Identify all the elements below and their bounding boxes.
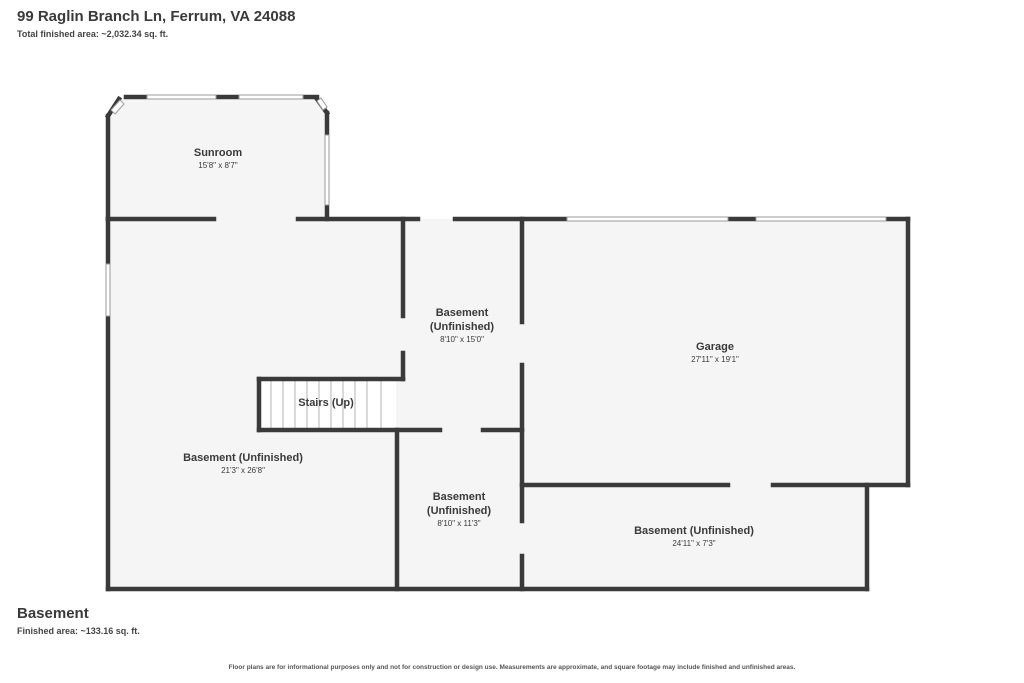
level-name: Basement [17, 605, 89, 622]
basement-right-dims: 24'11" x 7'3" [672, 539, 715, 548]
window [324, 134, 330, 206]
window [110, 99, 125, 115]
stair-treads [270, 381, 382, 428]
garage-name: Garage [696, 341, 734, 353]
basement-small-name-1: Basement [433, 491, 486, 503]
room-labels: Sunroom 15'8" x 8'7" Basement (Unfinishe… [183, 147, 754, 548]
window [316, 97, 328, 111]
window [146, 94, 217, 100]
stairs-name: Stairs (Up) [298, 397, 354, 409]
basement-small-dims: 8'10" x 11'3" [437, 519, 480, 528]
basement-center-name-2: (Unfinished) [430, 321, 494, 333]
level-finished-area: Finished area: ~133.16 sq. ft. [17, 626, 140, 636]
stairs-box [259, 379, 396, 430]
basement-center-floor [403, 219, 522, 430]
basement-small-name-2: (Unfinished) [427, 505, 491, 517]
basement-center-name-1: Basement [436, 307, 489, 319]
window [566, 216, 729, 222]
total-finished-area: Total finished area: ~2,032.34 sq. ft. [17, 29, 169, 39]
sunroom-name: Sunroom [194, 147, 242, 159]
garage-dims: 27'11" x 19'1" [691, 355, 739, 364]
walls [104, 94, 911, 592]
basement-main-dims: 21'3" x 26'8" [221, 466, 265, 475]
property-address: 99 Raglin Branch Ln, Ferrum, VA 24088 [17, 8, 296, 25]
basement-small-floor [397, 430, 522, 589]
windows [105, 94, 887, 317]
window [105, 263, 111, 317]
basement-center-dims: 8'10" x 15'0" [440, 335, 484, 344]
floor-fills [108, 97, 908, 589]
sunroom-dims: 15'8" x 8'7" [198, 161, 238, 170]
basement-main-name: Basement (Unfinished) [183, 452, 303, 464]
garage-floor [522, 219, 908, 485]
disclaimer: Floor plans are for informational purpos… [228, 664, 796, 671]
stairs [259, 379, 396, 430]
sunroom-floor [108, 97, 327, 219]
window [238, 94, 304, 100]
basement-right-floor [522, 485, 867, 589]
basement-right-name: Basement (Unfinished) [634, 525, 754, 537]
window [755, 216, 887, 222]
